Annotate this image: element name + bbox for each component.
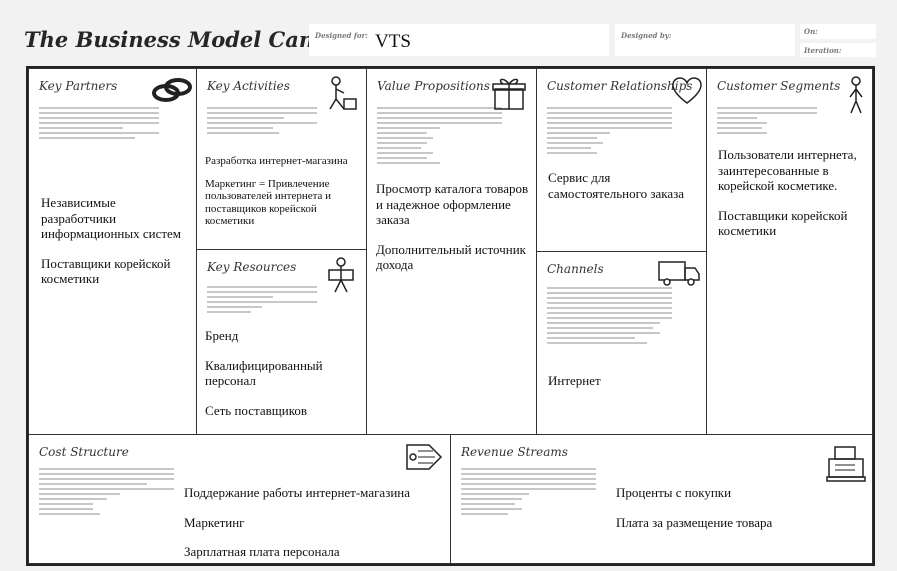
price-tag-icon [406, 444, 443, 470]
prompt-lines [207, 286, 317, 316]
iteration-field[interactable]: Iteration: [800, 43, 876, 57]
value-propositions-content: Просмотр каталога товаров и надежное офо… [376, 181, 531, 287]
list-item: Квалифицированный персонал [205, 357, 323, 389]
key-resources-content: Бренд Квалифицированный персонал Сеть по… [205, 328, 365, 432]
cost-structure-content: Поддержание работы интернет-магазина Мар… [184, 485, 446, 563]
key-partners-block[interactable]: Key Partners Независимые разработчики ин… [28, 68, 197, 435]
prompt-lines [547, 287, 672, 347]
list-item: Плата за размещение товара [616, 514, 773, 530]
key-resources-block[interactable]: Key Resources Бренд Квалифицированный пе… [196, 249, 367, 435]
list-item: Поставщики корейской косметики [718, 207, 848, 239]
prompt-lines [207, 107, 317, 137]
prompt-lines [717, 107, 817, 137]
designed-for-label: Designed for: [315, 31, 368, 40]
customer-segments-title: Customer Segments [717, 79, 841, 93]
gift-box-icon [492, 78, 526, 110]
list-item: Разработка интернет-магазина [205, 155, 348, 167]
heart-icon [672, 77, 702, 104]
list-item: Маркетинг = Привлечение пользователей ин… [205, 177, 332, 228]
list-item: Бренд [205, 328, 239, 343]
person-icon [849, 76, 863, 114]
business-model-canvas: Key Partners Независимые разработчики ин… [26, 66, 875, 566]
prompt-lines [461, 468, 596, 518]
key-partners-content: Независимые разработчики информационных … [41, 195, 193, 301]
list-item: Сервис для самостоятельного заказа [548, 170, 685, 201]
cash-register-icon [826, 446, 866, 482]
designed-by-label: Designed by: [621, 31, 672, 40]
revenue-streams-content: Проценты с покупки Плата за размещение т… [616, 485, 866, 544]
channels-title: Channels [547, 262, 604, 276]
prompt-lines [377, 107, 502, 167]
revenue-streams-block[interactable]: Revenue Streams Проценты с покупки Плата… [450, 434, 873, 564]
key-activities-content: Разработка интернет-магазина Маркетинг =… [205, 155, 365, 238]
date-field[interactable]: On: [800, 24, 876, 39]
list-item: Просмотр каталога товаров и надежное офо… [376, 181, 529, 227]
customer-relationships-content: Сервис для самостоятельного заказа [548, 170, 703, 215]
list-item: Маркетинг [184, 514, 245, 530]
iteration-label: Iteration: [804, 46, 842, 55]
delivery-truck-icon [658, 261, 700, 286]
prompt-lines [39, 107, 159, 142]
revenue-streams-title: Revenue Streams [461, 445, 568, 459]
list-item: Интернет [548, 373, 601, 388]
date-label: On: [804, 27, 818, 36]
list-item: Зарплатная плата персонала [184, 544, 340, 559]
list-item: Сеть поставщиков [205, 402, 308, 418]
channels-block[interactable]: Channels Интернет [536, 251, 707, 435]
chain-link-icon [152, 78, 192, 102]
customer-segments-content: Пользователи интернета, заинтересованные… [718, 147, 870, 253]
designed-for-field[interactable]: Designed for: VTS [309, 24, 609, 56]
customer-relationships-title: Customer Relationships [547, 79, 693, 93]
designed-for-value: VTS [375, 31, 411, 52]
list-item: Дополнительный источник дохода [376, 241, 526, 273]
customer-relationships-block[interactable]: Customer Relationships Сервис для самост… [536, 68, 707, 252]
value-propositions-title: Value Propositions [377, 79, 490, 93]
worker-with-box-icon [328, 257, 354, 293]
prompt-lines [547, 107, 672, 157]
key-resources-title: Key Resources [207, 260, 297, 274]
key-partners-title: Key Partners [39, 79, 118, 93]
key-activities-title: Key Activities [207, 79, 290, 93]
cost-structure-block[interactable]: Cost Structure Поддержание работы интерн… [28, 434, 451, 564]
worker-icon [329, 76, 357, 110]
list-item: Независимые разработчики информационных … [41, 195, 182, 241]
list-item: Поставщики корейской косметики [41, 255, 171, 287]
designed-by-field[interactable]: Designed by: [615, 24, 795, 56]
list-item: Поддержание работы интернет-магазина [184, 485, 411, 500]
key-activities-block[interactable]: Key Activities Разработка интернет-магаз… [196, 68, 367, 250]
list-item: Пользователи интернета, заинтересованные… [718, 147, 857, 193]
canvas-title: The Business Model Canvas [24, 27, 352, 52]
channels-content: Интернет [548, 373, 703, 403]
cost-structure-title: Cost Structure [39, 445, 129, 459]
customer-segments-block[interactable]: Customer Segments Пользователи интернета… [706, 68, 873, 435]
value-propositions-block[interactable]: Value Propositions Просмотр каталога тов… [366, 68, 537, 435]
list-item: Проценты с покупки [616, 485, 732, 500]
prompt-lines [39, 468, 174, 518]
